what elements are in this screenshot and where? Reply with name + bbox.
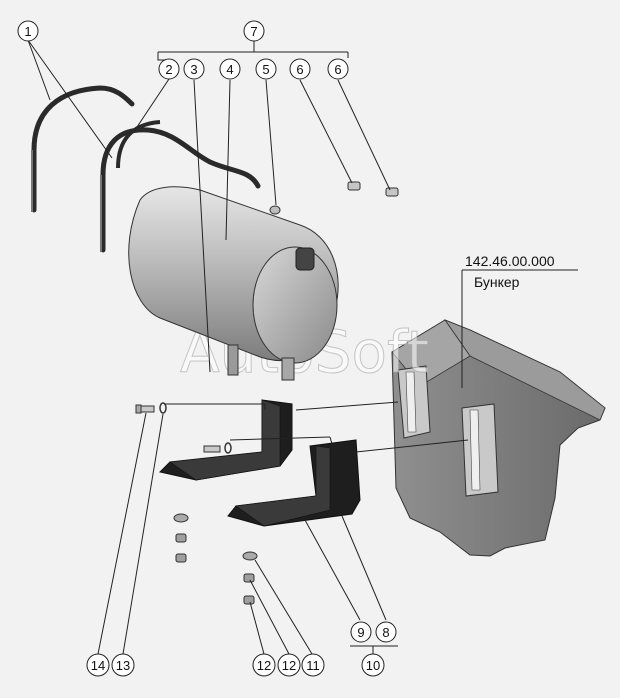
svg-text:8: 8 [382,625,389,640]
svg-text:10: 10 [366,658,380,673]
svg-text:12: 12 [282,658,296,673]
nut-set-left [173,513,189,563]
hose-2 [100,120,261,253]
bolt-14 [135,404,155,414]
svg-text:6: 6 [334,62,341,77]
hose-1 [31,85,135,213]
svg-text:13: 13 [116,658,130,673]
fitting-6b [385,187,399,197]
callout-10: 10 [361,653,385,677]
assembly-name: Бункер [474,274,520,290]
callout-9: 9 [350,621,372,643]
callout-8: 8 [375,621,397,643]
bolt-front [203,442,232,454]
svg-text:2: 2 [165,62,172,77]
fitting-6a [347,181,361,191]
callout-12a: 12 [252,653,276,677]
callout-7: 7 [243,20,265,42]
callout-4: 4 [219,58,241,80]
callout-14: 14 [86,653,110,677]
callout-1: 1 [17,20,39,42]
tank-bracket-front [159,399,293,481]
callout-11: 11 [301,653,325,677]
assembly-part-number: 142.46.00.000 [465,253,555,269]
callout-5: 5 [255,58,277,80]
callout-circles: 1 7 2 3 4 5 6 6 [17,20,397,677]
svg-text:5: 5 [262,62,269,77]
svg-text:14: 14 [91,658,105,673]
leader-lines [27,39,578,655]
callout-6a: 6 [289,58,311,80]
fuel-tank [128,186,339,381]
svg-text:1: 1 [24,24,31,39]
svg-text:6: 6 [296,62,303,77]
callout-6b: 6 [327,58,349,80]
svg-text:11: 11 [306,658,320,673]
bunker-mount-bracket-lower [461,403,499,497]
callout-3: 3 [183,58,205,80]
svg-text:3: 3 [190,62,197,77]
svg-text:7: 7 [250,24,257,39]
tank-bracket-rear [227,439,361,527]
bunker-mount-bracket-upper [397,365,431,439]
callout-13: 13 [111,653,135,677]
svg-text:4: 4 [226,62,233,77]
svg-text:9: 9 [357,625,364,640]
washer-13 [159,402,167,414]
nut-set-right [242,551,258,605]
fitting-5 [269,205,281,215]
callout-2: 2 [158,58,180,80]
svg-text:12: 12 [257,658,271,673]
callout-12b: 12 [277,653,301,677]
